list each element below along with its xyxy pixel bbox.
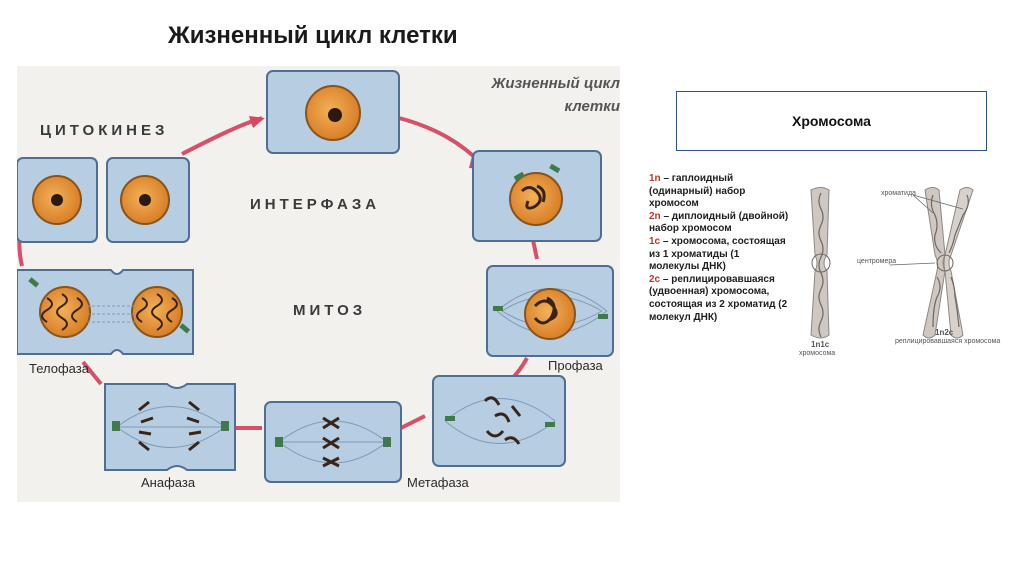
legend-key: 2c [649, 274, 660, 285]
legend-item: 1c – хромосома, состоящая из 1 хроматиды… [649, 236, 789, 274]
legend-key: 1n [649, 173, 661, 184]
figure-title-line1: Жизненный цикл [474, 72, 620, 95]
label-telophase: Телофаза [29, 361, 89, 376]
chromosome-box-label: Хромосома [792, 113, 871, 129]
cycle-ring [182, 118, 262, 154]
legend-text: – диплоидный (двойной) набор хромосом [649, 211, 788, 235]
legend-text: – реплицировавшаяся (удвоенная) хромосом… [649, 274, 787, 323]
chromosome-text-box: Хромосома [676, 91, 987, 151]
chromosome-figure: хроматида центромера 1n1c хромосома 1n2c… [785, 185, 990, 375]
legend-text: – хромосома, состоящая из 1 хроматиды (1… [649, 236, 786, 272]
label-cytokinesis: ЦИТОКИНЕЗ [40, 122, 168, 139]
legend-text: – гаплоидный (одинарный) набор хромосом [649, 173, 745, 209]
cell-anaphase [105, 384, 235, 470]
cell-interphase [267, 71, 399, 153]
cycle-ring [399, 118, 482, 164]
legend-key: 1c [649, 236, 660, 247]
figure-title-line2: клетки [474, 95, 620, 118]
cycle-ring [401, 416, 425, 428]
legend-item: 1n – гаплоидный (одинарный) набор хромос… [649, 173, 789, 211]
single-chromosome-caption: хромосома [799, 350, 835, 357]
centromere-label: центромера [857, 258, 896, 265]
cell-telophase [17, 270, 193, 354]
cell-cycle-figure: Жизненный цикл клетки ЦИТОКИНЕЗ ИНТЕРФАЗ… [17, 66, 620, 502]
cell-early-prophase [473, 151, 601, 241]
label-prophase: Профаза [548, 358, 603, 373]
label-interphase: ИНТЕРФАЗА [250, 196, 380, 213]
cell-prometaphase [433, 376, 565, 466]
label-anaphase: Анафаза [141, 475, 195, 490]
chromatid-label: хроматида [881, 190, 916, 197]
replicated-chromosome-code: 1n2c [935, 328, 953, 337]
slide-title: Жизненный цикл клетки [168, 22, 458, 50]
cell-daughter-left [17, 158, 97, 242]
cell-daughter-right [107, 158, 189, 242]
cell-metaphase [265, 402, 401, 482]
legend-item: 2n – диплоидный (двойной) набор хромосом [649, 211, 789, 236]
cycle-arrow [249, 116, 265, 128]
legend-item: 2c – реплицировавшаяся (удвоенная) хромо… [649, 274, 789, 324]
single-chromosome-code: 1n1c [811, 340, 829, 349]
cell-prophase [487, 266, 613, 356]
legend-key: 2n [649, 211, 661, 222]
single-chromatid-chromosome [811, 188, 830, 339]
ploidy-legend: 1n – гаплоидный (одинарный) набор хромос… [649, 173, 789, 324]
replicated-chromosome-caption: реплицировавшаяся хромосома [895, 338, 1000, 345]
replicated-chromosome [890, 188, 973, 339]
label-mitosis: МИТОЗ [293, 302, 366, 319]
figure-title: Жизненный цикл клетки [474, 72, 620, 118]
label-metaphase: Метафаза [407, 475, 469, 490]
